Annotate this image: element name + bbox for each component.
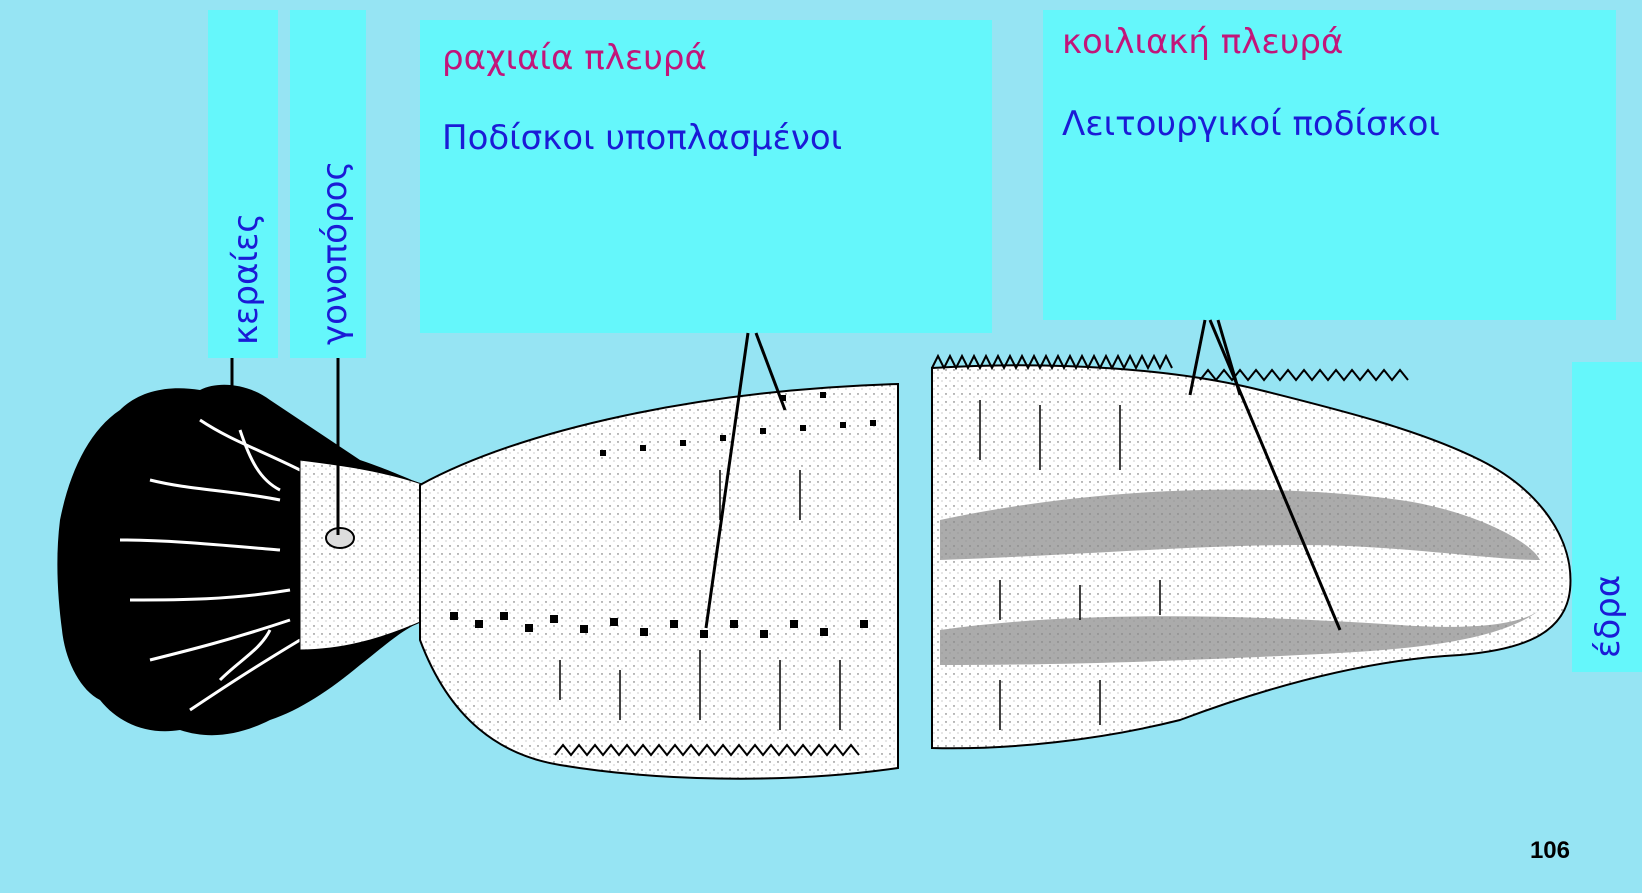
tentacles-crown	[57, 385, 425, 735]
anterior-body	[420, 384, 898, 779]
page-number: 106	[1530, 837, 1570, 865]
